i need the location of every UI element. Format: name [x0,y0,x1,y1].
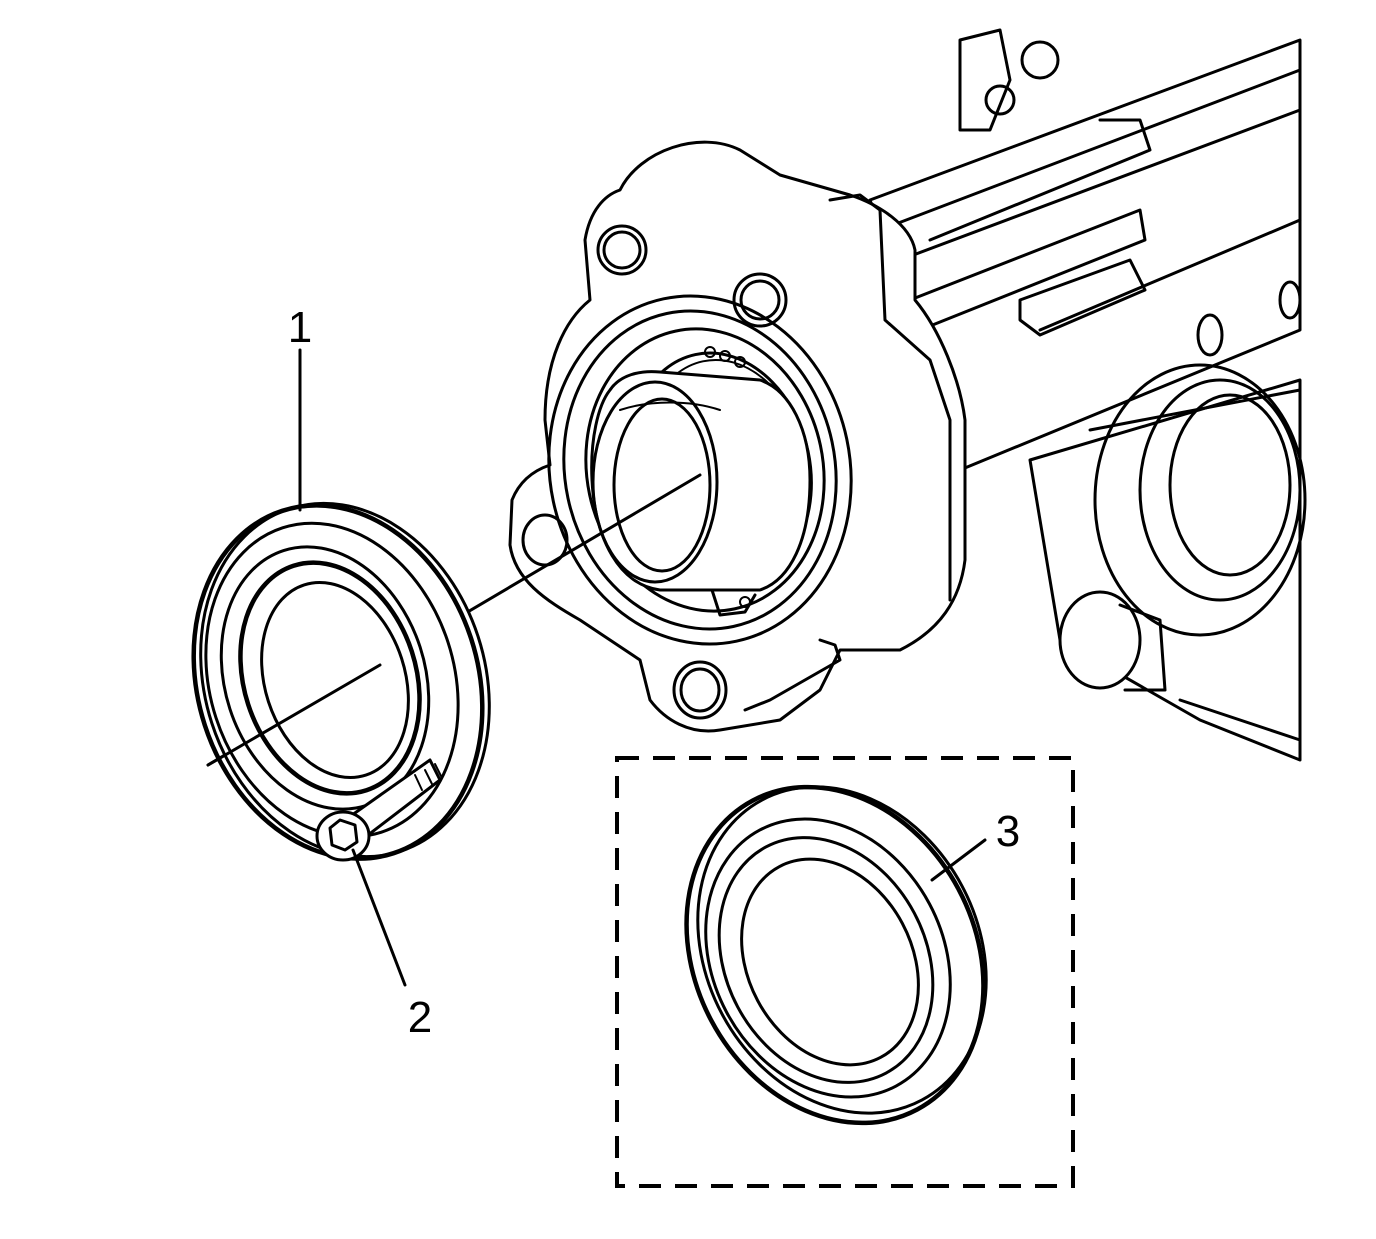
flange-housing [508,140,967,733]
bolt-2 [315,758,443,862]
seal-3 [684,784,988,1126]
leader-line-3 [930,838,987,882]
axle-housing [868,28,1307,762]
leader-line-2 [351,848,407,987]
detail-box [615,756,1075,1188]
callout-1: 1 [288,303,312,352]
callout-3: 3 [996,807,1020,856]
callout-2: 2 [408,993,432,1042]
